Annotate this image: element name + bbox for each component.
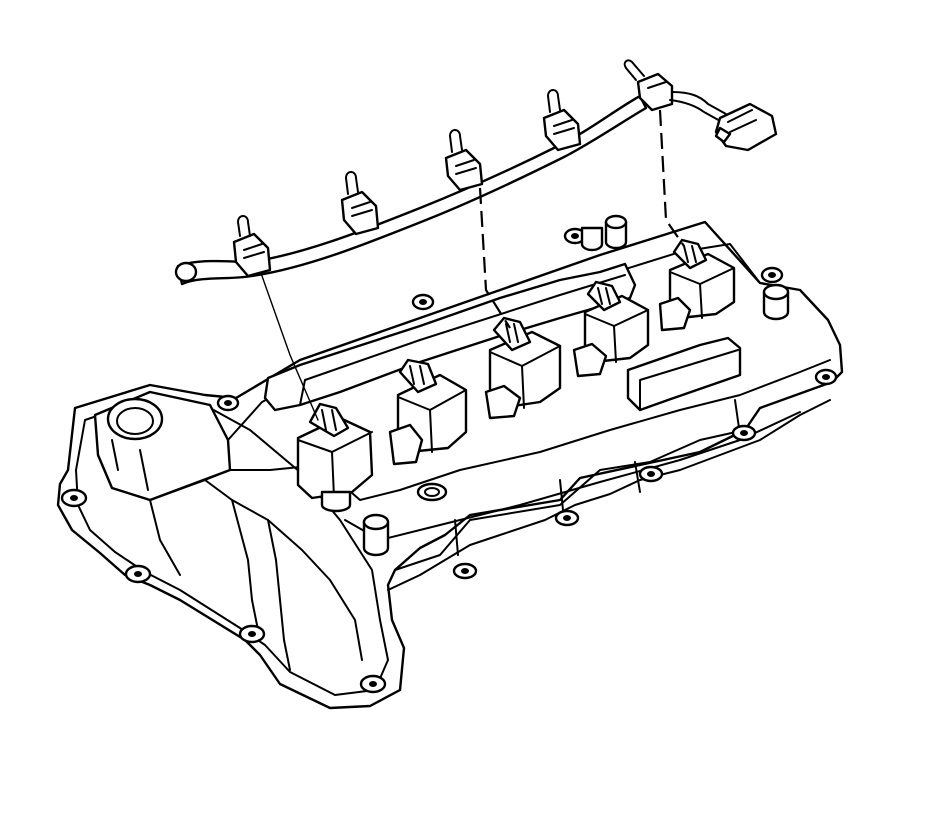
harness-connector-5 bbox=[623, 59, 674, 112]
leader-connector-1-to-coil-1 bbox=[261, 275, 319, 421]
harness-conduit-end bbox=[174, 261, 198, 283]
harness-conduit bbox=[176, 94, 648, 286]
harness-connector-3 bbox=[444, 129, 484, 192]
ignition-coil-2 bbox=[388, 358, 468, 466]
ignition-coil-3 bbox=[484, 316, 562, 420]
ignition-coil-1 bbox=[296, 402, 374, 513]
ignition-coil-4 bbox=[572, 280, 650, 378]
harness-connectors bbox=[232, 59, 674, 278]
wiring-harness bbox=[174, 59, 778, 286]
harness-connector-4 bbox=[542, 89, 582, 152]
harness-connector-1 bbox=[232, 215, 272, 278]
baffle-cover bbox=[626, 336, 742, 412]
harness-main-connector bbox=[714, 102, 778, 152]
valve-cover-flange-inner bbox=[75, 397, 389, 696]
bolt-bosses bbox=[60, 227, 838, 694]
cover-studs bbox=[362, 214, 790, 557]
harness-connector-2 bbox=[340, 171, 380, 236]
ignition-coil-5 bbox=[658, 238, 736, 332]
leader-connector-3-to-coil-3 bbox=[478, 187, 511, 329]
leader-lines bbox=[261, 109, 685, 421]
leader-connector-5-to-coil-5 bbox=[658, 109, 685, 247]
ignition-coils bbox=[296, 238, 736, 513]
